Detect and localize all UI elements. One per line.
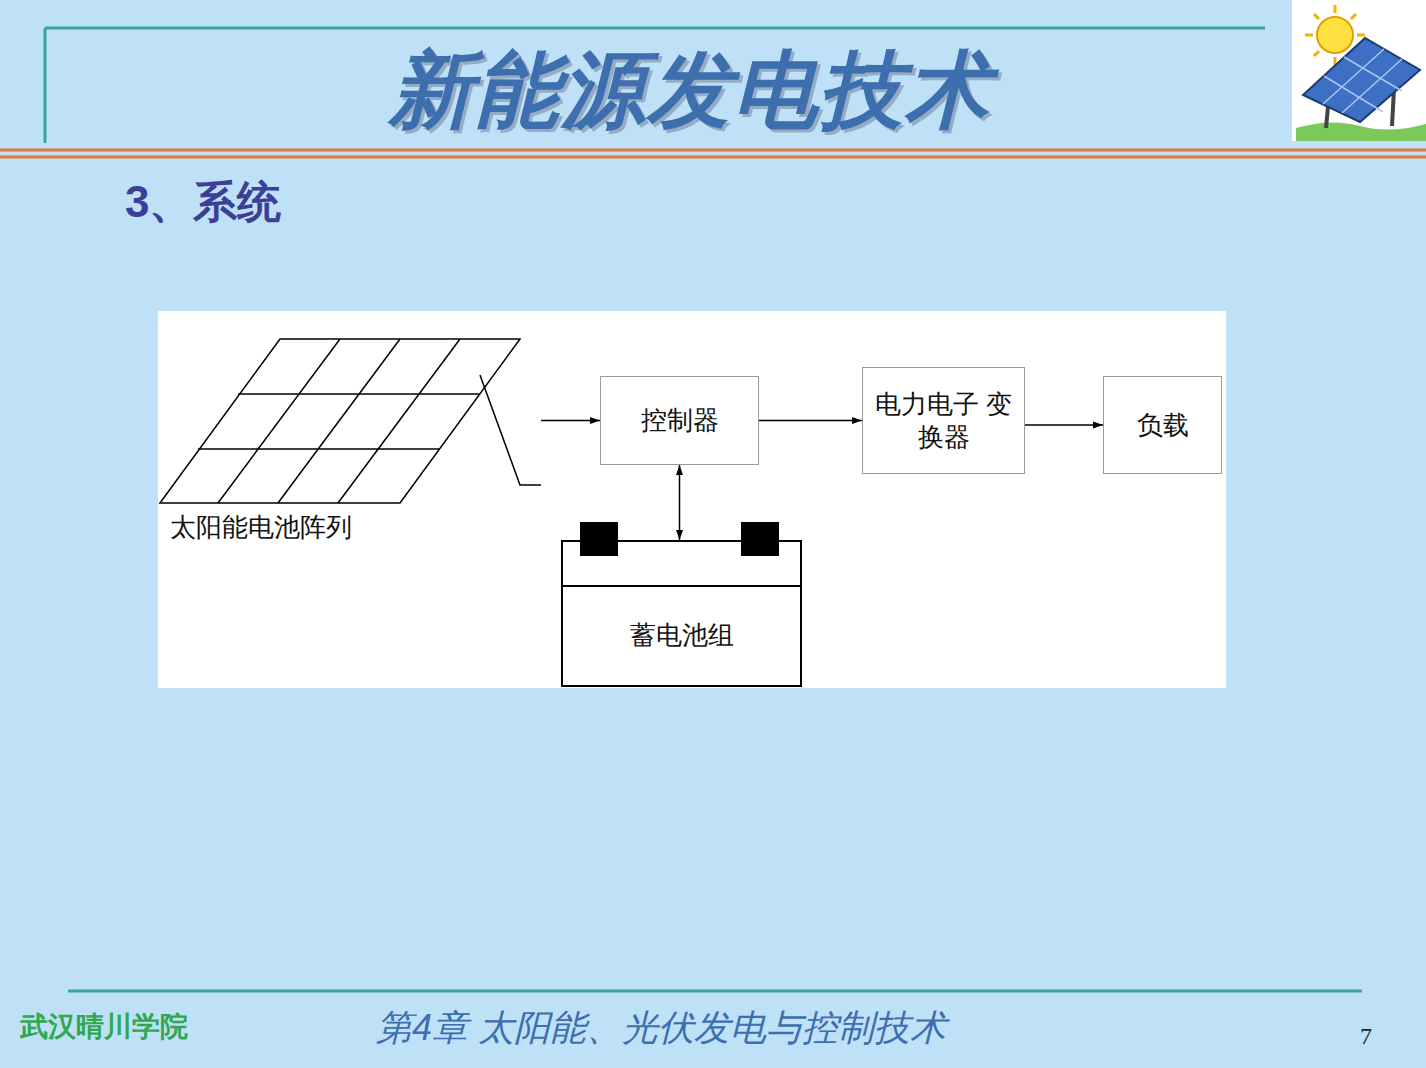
header-rule [0, 149, 1426, 152]
header-line [45, 27, 1265, 30]
flow-arrow [541, 420, 600, 422]
node-body: 控制器 [633, 400, 727, 441]
header-rule [0, 156, 1426, 159]
flow-arrow [679, 465, 681, 540]
node-label: 电力电子 变换器 [871, 388, 1016, 453]
battery-terminal [741, 522, 779, 556]
footer-school: 武汉晴川学院 [20, 1010, 188, 1044]
battery-body [561, 540, 802, 687]
solar-logo [1292, 0, 1426, 141]
node-label: 蓄电池组 [563, 618, 800, 653]
node-body: 负载 [1129, 405, 1197, 446]
node-body: 电力电子 变换器 [863, 384, 1024, 457]
controller-box: 控制器 [600, 376, 759, 465]
header-line [44, 28, 47, 143]
slide-title: 新能源发电技术 [250, 34, 1130, 148]
section-heading: 3、系统 [125, 176, 281, 229]
converter-box: 电力电子 变换器 [862, 367, 1025, 474]
flow-arrow [759, 420, 862, 422]
node-label: 负载 [1137, 409, 1189, 442]
solar-array: 太阳能电池阵列 [158, 336, 548, 548]
page-number: 7 [1360, 1022, 1372, 1051]
node-label: 太阳能电池阵列 [170, 510, 352, 545]
flow-arrow [1025, 424, 1103, 426]
battery-terminal [580, 522, 618, 556]
footer-line [68, 990, 1362, 993]
load-box: 负载 [1103, 376, 1222, 474]
node-label: 控制器 [641, 404, 719, 437]
battery-bank: 蓄电池组 [561, 540, 802, 687]
footer-chapter: 第4章 太阳能、光伏发电与控制技术 [376, 1006, 946, 1049]
